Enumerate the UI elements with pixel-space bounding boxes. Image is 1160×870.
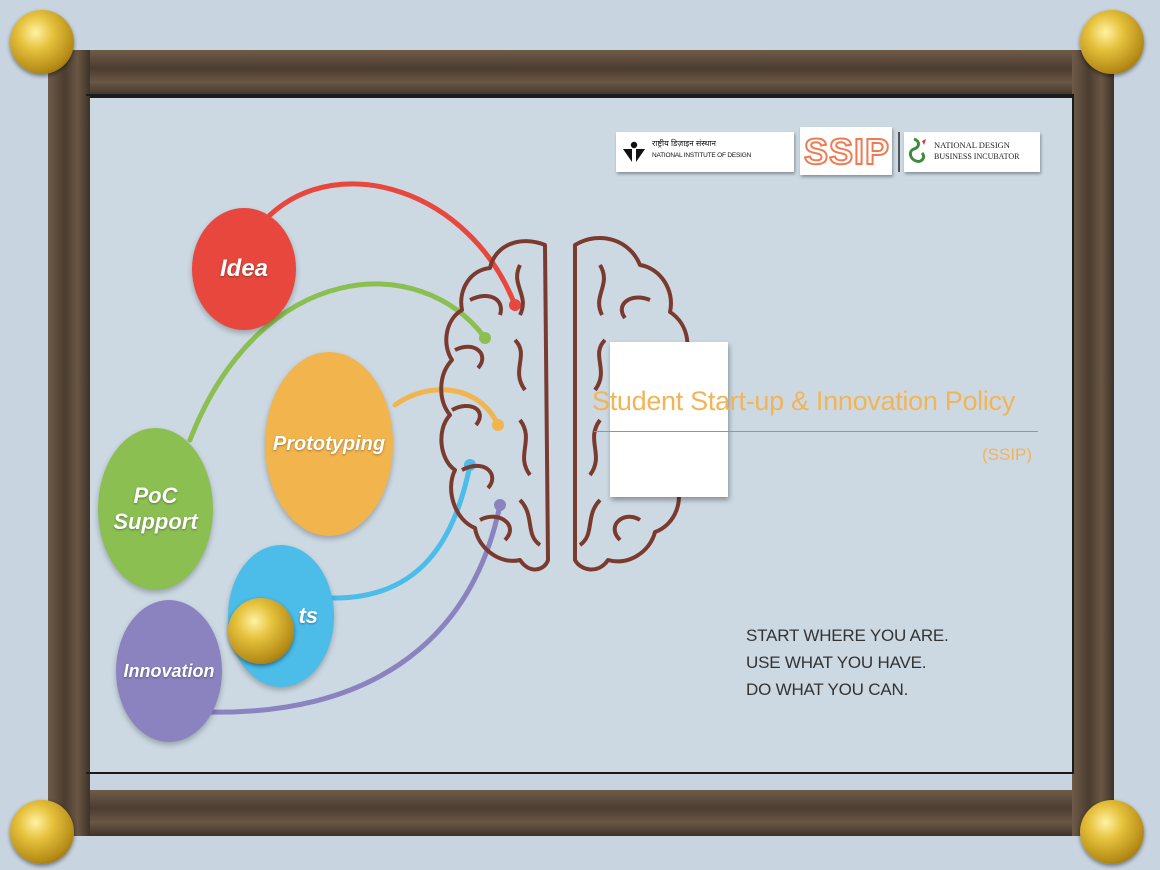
frame-right-bar bbox=[1072, 50, 1114, 836]
gold-stud-icon bbox=[10, 10, 74, 74]
motto-line-3: DO WHAT YOU CAN. bbox=[746, 680, 909, 699]
title-underline bbox=[594, 431, 1038, 432]
ssip-logo: SSIP bbox=[800, 127, 892, 175]
brain-fold-4 bbox=[578, 263, 607, 547]
brain-fold-1 bbox=[451, 294, 512, 542]
innovation-label: Innovation bbox=[123, 660, 215, 681]
prototyping-connector bbox=[392, 387, 501, 428]
poc-dot bbox=[479, 332, 491, 344]
ssip-logo-text: SSIP bbox=[803, 130, 891, 173]
poc-connector bbox=[187, 281, 488, 443]
gold-stud-icon bbox=[10, 800, 74, 864]
gold-stud-icon bbox=[228, 598, 294, 664]
prototyping-bubble: Prototyping bbox=[265, 352, 393, 536]
motto-line-1: START WHERE YOU ARE. bbox=[746, 626, 949, 645]
board-top-line bbox=[86, 94, 1074, 96]
ndbi-logo-mark-icon bbox=[908, 137, 926, 163]
policy-abbreviation: (SSIP) bbox=[982, 445, 1033, 464]
white-card bbox=[610, 342, 728, 497]
gold-stud-icon bbox=[1080, 800, 1144, 864]
idea-bubble: Idea bbox=[192, 208, 296, 330]
prototyping-label: Prototyping bbox=[272, 432, 386, 455]
ndbi-logo: NATIONAL DESIGN BUSINESS INCUBATOR bbox=[904, 132, 1040, 172]
frame-top-bar bbox=[56, 50, 1106, 96]
logo-divider bbox=[898, 132, 900, 172]
innovation-bubble: Innovation bbox=[116, 600, 222, 742]
frame-left-bar bbox=[48, 50, 90, 836]
nid-english-name: NATIONAL INSTITUTE OF DESIGN bbox=[652, 152, 752, 159]
innovation-dot bbox=[494, 499, 506, 511]
gold-stud-icon bbox=[1080, 10, 1144, 74]
prototyping-dot bbox=[492, 419, 504, 431]
innovation-connector bbox=[207, 502, 503, 715]
patents-connector bbox=[327, 462, 473, 601]
poc-label-line1: PoC bbox=[133, 483, 178, 508]
ndbi-line-2: BUSINESS INCUBATOR bbox=[934, 152, 1020, 161]
nid-logo: राष्ट्रीय डिज़ाइन संस्थान NATIONAL INSTI… bbox=[616, 132, 794, 172]
frame-bottom-bar bbox=[56, 790, 1106, 836]
brain-left-hemisphere bbox=[439, 239, 550, 572]
nid-logo-mark-icon bbox=[623, 141, 645, 162]
brain-outline-icon bbox=[439, 235, 693, 572]
poc-support-bubble: PoC Support bbox=[98, 428, 213, 590]
motto: START WHERE YOU ARE. USE WHAT YOU HAVE. … bbox=[746, 622, 949, 703]
ndbi-line-1: NATIONAL DESIGN bbox=[934, 140, 1010, 150]
board-bottom-line bbox=[86, 772, 1074, 774]
policy-title: Student Start-up & Innovation Policy bbox=[592, 386, 1015, 416]
idea-dot bbox=[509, 299, 521, 311]
board-right-line bbox=[1072, 94, 1074, 774]
patents-label: ts bbox=[298, 603, 318, 628]
poc-label-line2: Support bbox=[113, 509, 198, 534]
motto-line-2: USE WHAT YOU HAVE. bbox=[746, 653, 927, 672]
idea-label: Idea bbox=[219, 255, 269, 282]
nid-hindi-name: राष्ट्रीय डिज़ाइन संस्थान bbox=[652, 139, 716, 148]
brain-fold-2 bbox=[513, 264, 542, 547]
